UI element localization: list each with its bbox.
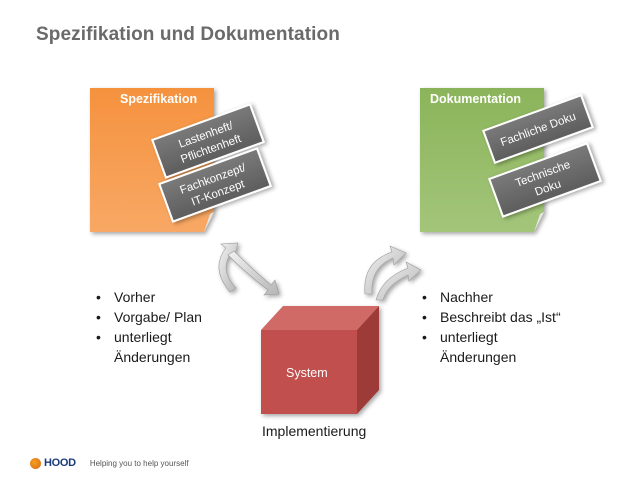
hood-logo-text: HOOD [44,457,76,469]
list-item: Nachher [416,287,561,307]
list-item-continuation-text: Änderungen [440,349,517,365]
list-item-continuation-text: Änderungen [114,349,191,365]
list-item: unterliegt [90,327,202,347]
left-bullet-list: Vorher Vorgabe/ Plan unterliegt Änderung… [90,287,202,367]
list-item: Vorgabe/ Plan [90,307,202,327]
footer-tagline: Helping you to help yourself [89,458,189,468]
system-cube [261,306,379,414]
fachkonzept-note: Fachkonzept/ IT-Konzept [158,147,272,223]
left-cycle-arrows [218,242,280,296]
spezifikation-label: Spezifikation [120,92,198,106]
right-bullet-list: Nachher Beschreibt das „Ist“ unterliegt … [416,287,561,367]
list-item: unterliegt [416,327,561,347]
list-item-continuation: Änderungen [416,347,561,367]
slide-title: Spezifikation und Dokumentation [36,24,340,45]
hood-logo-icon [30,457,41,469]
dokumentation-card [420,88,544,232]
list-item: Beschreibt das „Ist“ [416,307,561,327]
list-item-continuation: Änderungen [90,347,202,367]
dokumentation-label: Dokumentation [430,92,521,106]
footer: HOOD Helping you to help yourself [30,454,189,472]
hood-logo: HOOD [30,457,76,469]
implementierung-caption: Implementierung [262,423,367,439]
list-item: Vorher [90,287,202,307]
system-label: System [286,366,328,380]
right-cycle-arrows [364,245,422,301]
